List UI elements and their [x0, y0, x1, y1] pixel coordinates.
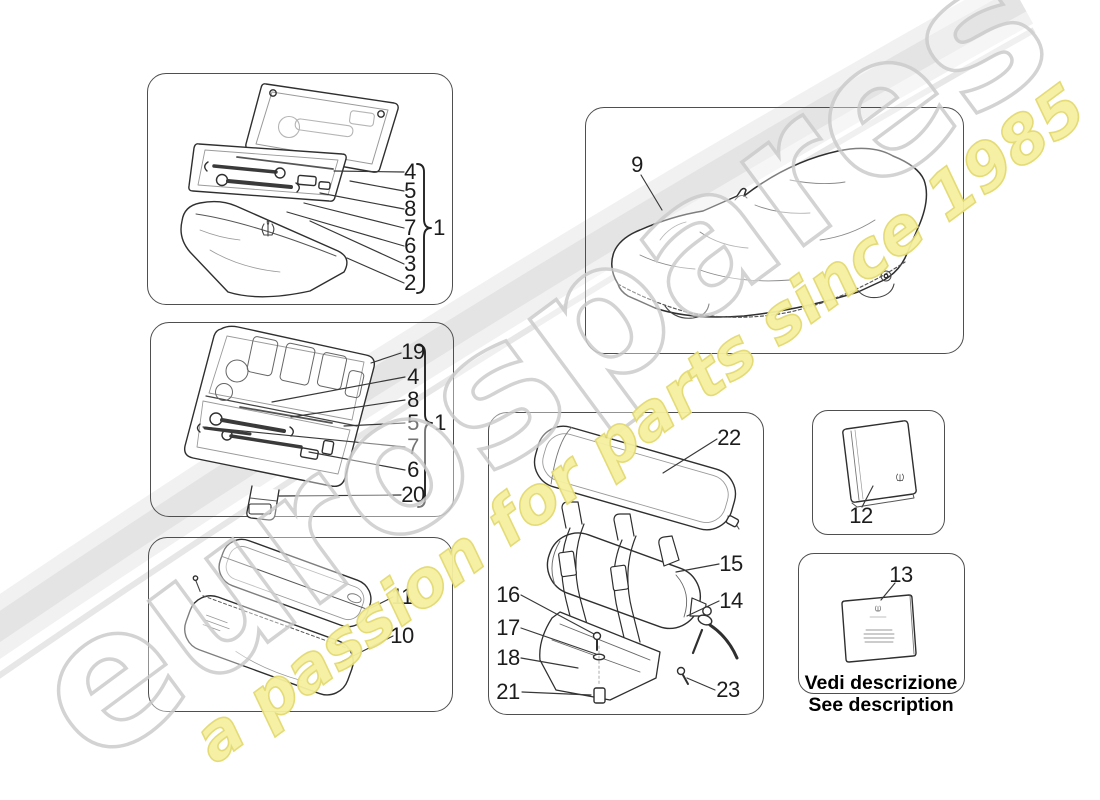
callout-toolkit-2[interactable]: 2 — [404, 270, 416, 295]
callout-cases-11[interactable]: 11 — [391, 584, 413, 609]
callout-ext-15[interactable]: 15 — [719, 551, 743, 576]
callout-document-13[interactable]: 13 — [889, 562, 913, 587]
callout-tray-group-1[interactable]: 1 — [434, 410, 446, 435]
callout-booklet-12[interactable]: 12 — [849, 503, 873, 528]
callout-tray-8[interactable]: 8 — [407, 387, 419, 412]
callout-cover-9[interactable]: 9 — [631, 152, 643, 177]
callout-ext-21[interactable]: 21 — [496, 679, 520, 704]
callout-bag-22[interactable]: 22 — [717, 425, 741, 450]
panel-owners-booklet — [812, 410, 945, 535]
description-note-line-en: See description — [808, 694, 954, 716]
callout-tray-4[interactable]: 4 — [407, 364, 419, 389]
callout-ext-18[interactable]: 18 — [496, 645, 520, 670]
description-note: Vedi descrizione See description — [796, 672, 966, 716]
description-note-line-it: Vedi descrizione — [804, 672, 958, 694]
callout-tray-6[interactable]: 6 — [407, 457, 419, 482]
callout-ext-23[interactable]: 23 — [716, 677, 740, 702]
callout-tray-5[interactable]: 5 — [407, 410, 419, 435]
callout-tray-19[interactable]: 19 — [401, 339, 425, 364]
callout-ext-17[interactable]: 17 — [496, 615, 520, 640]
callout-ext-16[interactable]: 16 — [496, 582, 520, 607]
panel-car-cover — [585, 107, 964, 354]
callout-cases-10[interactable]: 10 — [390, 623, 414, 648]
callout-tray-20[interactable]: 20 — [401, 482, 425, 507]
callout-ext-14[interactable]: 14 — [719, 588, 743, 613]
callout-toolkit-group-1[interactable]: 1 — [433, 215, 445, 240]
callout-tray-7[interactable]: 7 — [407, 434, 419, 459]
